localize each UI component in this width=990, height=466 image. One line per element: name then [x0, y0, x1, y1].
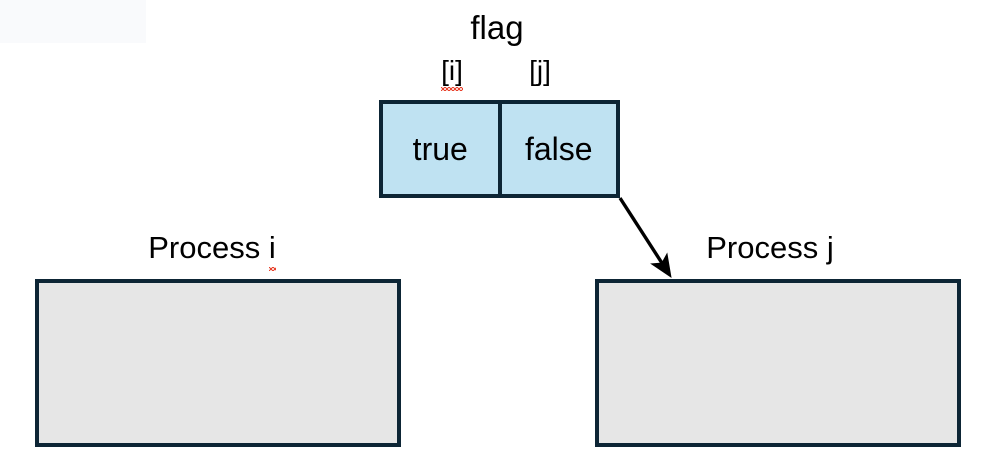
flag-array-title: flag — [470, 9, 524, 46]
flag-index-label-j-text: [j] — [529, 55, 551, 86]
flag-cell-j-value: false — [524, 130, 593, 167]
arrow-flag-j-to-process-j — [618, 197, 672, 279]
process-i-label-token: i — [268, 228, 276, 271]
process-j-label: Process j — [706, 230, 834, 265]
flag-array: true false — [379, 100, 620, 198]
process-i-label: Process i — [29, 228, 395, 271]
flag-cell-i-value: true — [412, 130, 468, 167]
process-j-box — [595, 279, 961, 447]
flag-cell-i: true — [383, 104, 498, 194]
flag-index-label-j: [j] — [500, 54, 580, 88]
flag-cell-j: false — [497, 104, 616, 194]
arrow-line — [618, 197, 672, 279]
corner-tint-rectangle — [0, 0, 146, 43]
flag-index-label-i: [i] — [412, 54, 492, 91]
process-i-label-text: Process — [148, 230, 269, 265]
process-i-box — [35, 279, 401, 447]
flag-index-label-i-text: [i] — [441, 55, 463, 91]
